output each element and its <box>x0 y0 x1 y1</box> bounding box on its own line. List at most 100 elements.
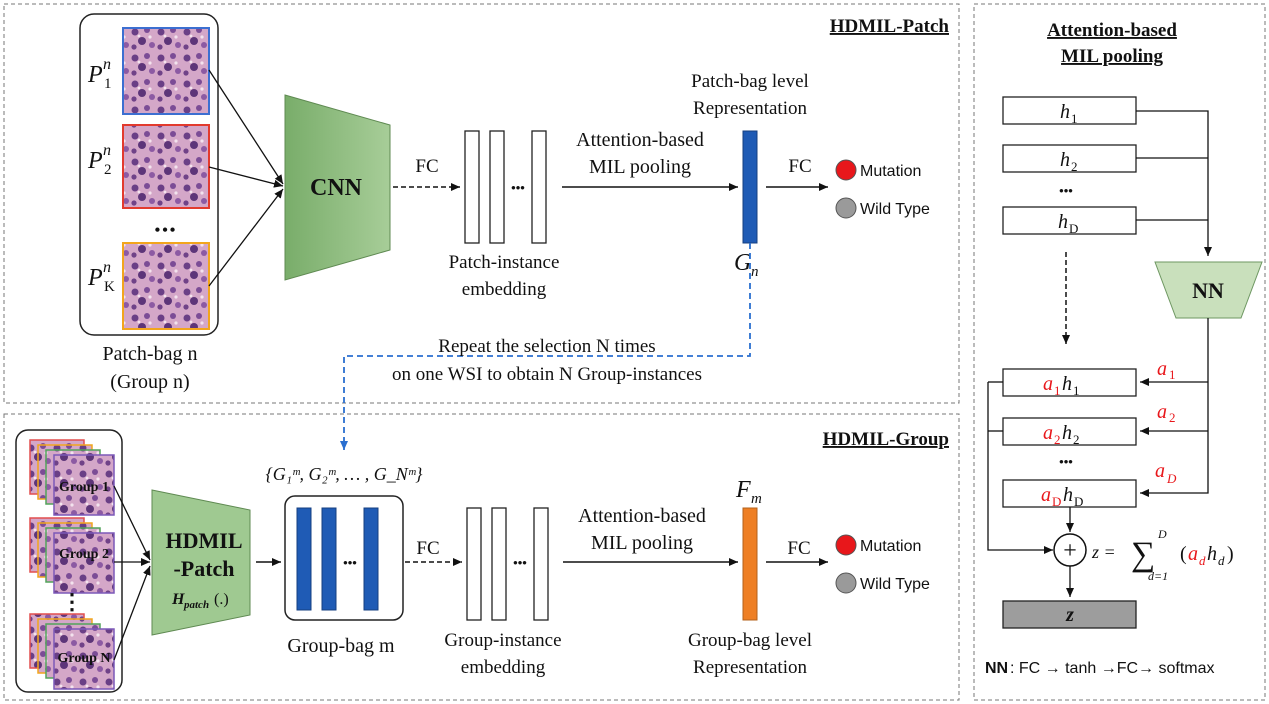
input-hD-box <box>1002 206 1137 235</box>
svg-text:a: a <box>1043 422 1053 444</box>
svg-text:D: D <box>1069 221 1078 236</box>
group-bag-bar-3 <box>363 507 379 611</box>
weighted-ellipsis: ••• <box>1059 454 1073 469</box>
group-2-stack: Group 2 <box>29 517 115 594</box>
patch-wild-dot <box>835 197 857 219</box>
input-h2-label: h 2 <box>1060 149 1078 174</box>
repeat-caption-1: Repeat the selection N times <box>438 336 655 357</box>
svg-text:h: h <box>1063 484 1073 506</box>
group-bag-ellipsis: ••• <box>343 555 357 570</box>
weighted-label-D: a D h D <box>1041 484 1083 509</box>
attention-panel-frame <box>973 3 1266 701</box>
patch-rep-symbol: G n <box>734 250 759 280</box>
nn-to-aD-line <box>1140 318 1209 497</box>
svg-text:2: 2 <box>104 162 112 178</box>
svg-text:D: D <box>1166 471 1177 486</box>
module-label-line2: -Patch <box>173 556 234 581</box>
group-pooling-label-2: MIL pooling <box>591 532 693 554</box>
patch-rep-caption-2: Representation <box>693 98 807 119</box>
svg-text:(.): (.) <box>214 591 229 608</box>
svg-text:H: H <box>171 591 185 608</box>
patch-pooling-label-1: Attention-based <box>576 129 704 151</box>
svg-text:2: 2 <box>1073 432 1080 447</box>
group-1-stack: Group 1 <box>29 439 115 516</box>
repeat-selection-connector <box>340 243 751 450</box>
group-embedding-ellipsis: ••• <box>513 555 527 570</box>
svg-text:h: h <box>1058 211 1068 233</box>
group-fc-label-2: FC <box>787 538 810 559</box>
svg-text:h: h <box>1060 149 1070 171</box>
patch-wild-label: Wild Type <box>860 201 930 218</box>
svg-text:D: D <box>1157 527 1167 541</box>
group-fc-label-1: FC <box>416 538 439 559</box>
svg-text:∑: ∑ <box>1131 536 1155 573</box>
group-mutation-dot <box>835 534 857 556</box>
patch-embedding-bar-3 <box>531 130 547 244</box>
svg-text:1: 1 <box>104 76 112 92</box>
svg-text:n: n <box>751 264 759 280</box>
patch-embedding-bar-1 <box>464 130 480 244</box>
group-ellipsis: ⋮ <box>61 589 83 614</box>
module-label-line1: HDMIL <box>166 528 243 553</box>
svg-text:P: P <box>87 62 103 88</box>
group-panel-title: HDMIL-Group <box>823 429 949 450</box>
patch-label-1: P n 1 <box>87 56 112 92</box>
patch-1-to-cnn-arrow <box>208 69 284 185</box>
group-pooling-label-1: Attention-based <box>578 505 706 527</box>
weighted-box-D <box>1002 479 1137 508</box>
patch-bag-representation <box>742 130 758 244</box>
group-1-arrow <box>113 485 151 561</box>
pooling-formula: z = ∑ D d=1 ( a d h d ) <box>1091 527 1234 583</box>
weighted-box-1 <box>1002 368 1137 397</box>
group-bag-representation <box>742 507 758 621</box>
h-to-nn-line <box>1136 110 1212 256</box>
weighted-label-1: a 1 h 1 <box>1043 373 1080 398</box>
patch-bag-caption-group: (Group n) <box>110 371 189 393</box>
group-2-label: Group 2 <box>59 547 109 562</box>
svg-text:a: a <box>1041 484 1051 506</box>
svg-text:m: m <box>751 491 762 507</box>
patch-rep-caption-1: Patch-bag level <box>691 71 809 92</box>
svg-text:P: P <box>87 148 103 174</box>
patch-label-2: P n 2 <box>87 142 112 178</box>
svg-text:2: 2 <box>1169 410 1176 425</box>
svg-text:h: h <box>1060 101 1070 123</box>
svg-text:h: h <box>1062 422 1072 444</box>
svg-text:a: a <box>1157 358 1167 380</box>
svg-text:n: n <box>103 56 111 73</box>
patch-embedding-ellipsis: ••• <box>511 180 525 195</box>
svg-text:: FC → tanh →FC→ softmax: : FC → tanh →FC→ softmax <box>1010 660 1214 677</box>
input-ellipsis: ••• <box>1059 183 1073 198</box>
svg-text:1: 1 <box>1071 111 1078 126</box>
group-panel-frame <box>3 413 960 701</box>
svg-text:n: n <box>103 142 111 159</box>
patch-image-k <box>122 242 210 330</box>
svg-text:D: D <box>1074 494 1083 509</box>
patch-fc-label-2: FC <box>788 156 811 177</box>
nn-definition: NN : FC → tanh →FC→ softmax <box>985 660 1214 677</box>
svg-text:2: 2 <box>1071 159 1078 174</box>
weight-a2-label: a 2 <box>1157 401 1176 425</box>
group-embedding-caption-1: Group-instance <box>444 630 561 651</box>
patch-embedding-caption-1: Patch-instance <box>449 252 560 273</box>
patch-ellipsis: ••• <box>155 222 178 239</box>
sum-plus: + <box>1063 538 1077 564</box>
svg-text:1: 1 <box>1054 383 1061 398</box>
group-n-arrow <box>113 565 151 661</box>
group-rep-caption-1: Group-bag level <box>688 630 812 651</box>
svg-text:1: 1 <box>1073 383 1080 398</box>
svg-text:d: d <box>1218 553 1225 568</box>
group-embedding-bar-3 <box>533 507 549 621</box>
output-z-box <box>1002 600 1137 629</box>
svg-text:h: h <box>1207 543 1217 565</box>
hdmil-patch-module <box>151 489 251 636</box>
svg-text:K: K <box>104 279 115 295</box>
group-set-label: {G₁ᵐ, G₂ᵐ, … , G_Nᵐ} <box>266 464 424 484</box>
svg-text:P: P <box>87 265 103 291</box>
cnn-block <box>284 94 391 281</box>
patch-image-2 <box>122 124 210 209</box>
group-wild-label: Wild Type <box>860 576 930 593</box>
group-embedding-caption-2: embedding <box>461 657 546 678</box>
